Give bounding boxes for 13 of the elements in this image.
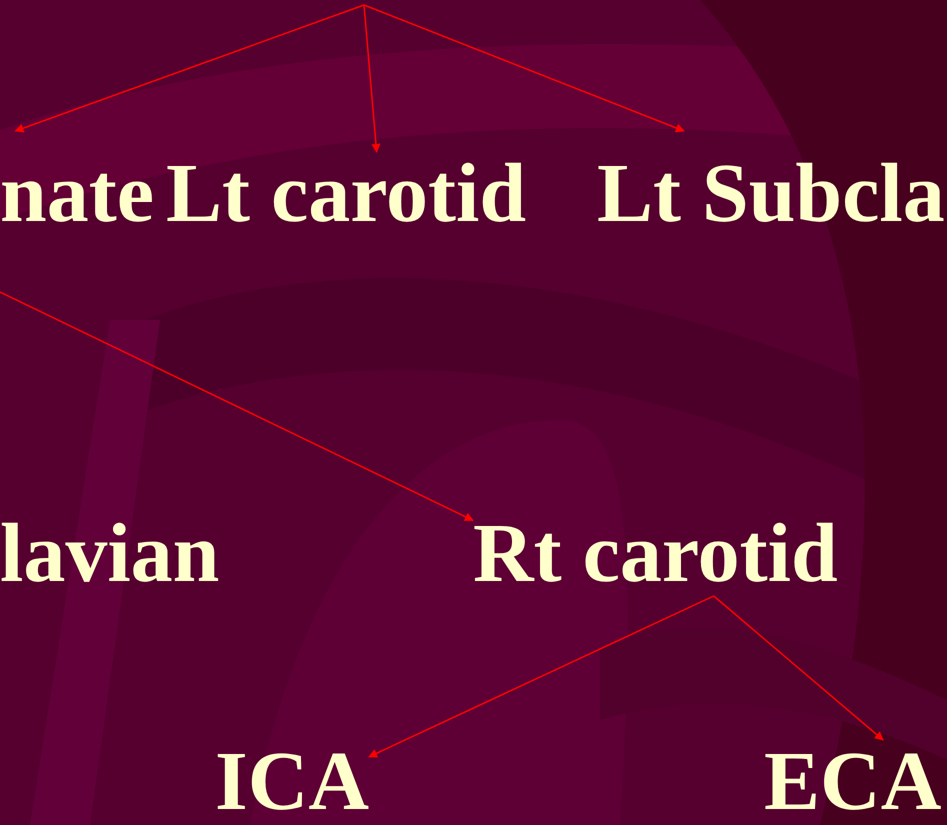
artery-label: lavian bbox=[0, 512, 220, 596]
arrow bbox=[363, 4, 380, 153]
artery-label: Lt Subcla bbox=[597, 131, 945, 236]
artery-label: Lt carotid bbox=[166, 152, 526, 236]
arrow bbox=[368, 595, 714, 758]
arrow bbox=[0, 291, 474, 522]
artery-label: nate bbox=[0, 131, 154, 236]
artery-label: Rt carotid bbox=[473, 512, 838, 596]
arrow bbox=[713, 595, 884, 741]
arrow bbox=[14, 4, 364, 132]
arrow bbox=[364, 4, 685, 132]
artery-label: ECA bbox=[764, 740, 942, 824]
artery-label: ICA bbox=[215, 740, 370, 824]
